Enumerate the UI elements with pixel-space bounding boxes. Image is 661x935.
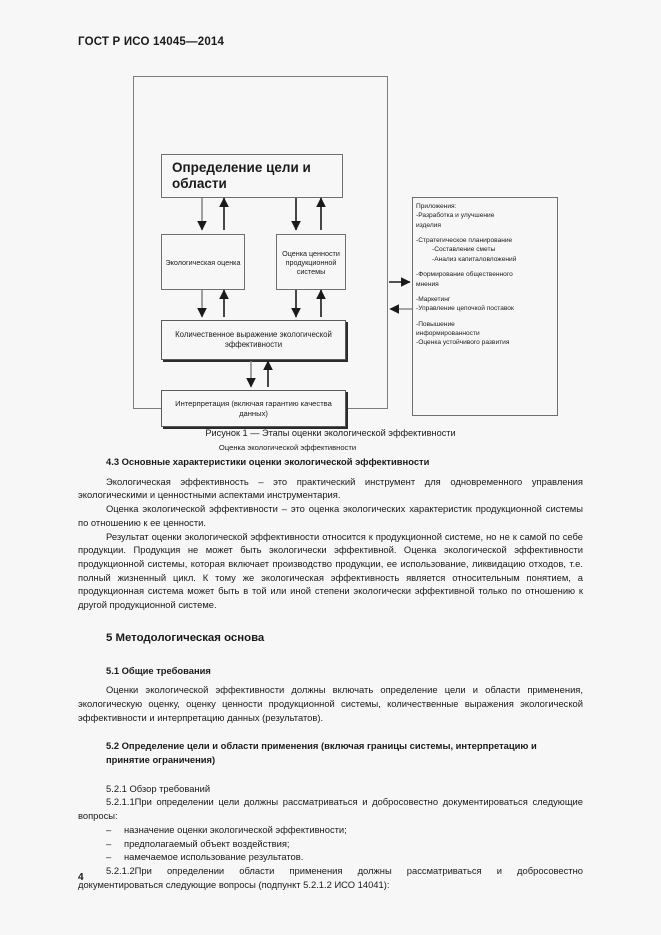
list-item-2-text: предполагаемый объект воздействия; [124,837,290,849]
spacer-before-section-5 [78,612,583,630]
list-item-1-text: назначение оценки экологической эффектив… [124,823,347,835]
figure-1: Определение цели и области Экологическая… [0,70,661,452]
list-item-1: –назначение оценки экологической эффекти… [78,823,583,837]
document-header: ГОСТ Р ИСО 14045—2014 [78,36,225,48]
appendix-line-3: изделия [416,221,441,229]
diagram-box-interpretation: Интерпретация (включая гарантию качества… [161,390,346,427]
heading-5: 5 Методологическая основа [106,631,265,644]
diagram-box-eco-assessment: Экологическая оценка [161,234,245,290]
heading-5-1: 5.1 Общие требования [106,664,211,676]
appendix-line-5: -Составление сметы [432,246,496,254]
appendix-line-8: мнения [416,280,439,288]
list-item-3: –намечаемое использование результатов. [78,850,583,864]
appendix-line-9: -Маркетинг [416,295,451,303]
list-dash-icon: – [106,837,112,849]
spacer-before-5-1 [78,655,583,664]
appendix-line-10: -Управление цепочкой поставок [416,305,514,313]
appendix-line-2: -Разработка и улучшение [416,212,495,220]
page-number: 4 [78,872,84,883]
paragraph-5-2-1-1: 5.2.1.1При определении цели должны рассм… [78,796,583,822]
list-item-3-text: намечаемое использование результатов. [124,851,304,863]
appendix-line-1: Приложения: [416,203,457,210]
list-dash-icon: – [106,851,112,863]
diagram-inner-label: Оценка экологической эффективности [218,443,357,452]
list-item-2: –предполагаемый объект воздействия; [78,837,583,851]
heading-5-2: 5.2 Определение цели и области применени… [106,740,537,766]
heading-4-3: 4.3 Основные характеристики оценки эколо… [106,456,430,467]
document-body: 4.3 Основные характеристики оценки эколо… [78,455,583,891]
appendix-line-6: -Анализ капиталовложений [432,255,517,263]
paragraph-2: Оценка экологической эффективности – это… [78,503,583,528]
spacer-before-5-2 [78,724,583,739]
appendix-line-13: -Оценка устойчивого развития [416,339,510,347]
heading-5-2-1: 5.2.1 Обзор требований [106,782,211,794]
appendix-line-4: -Стратегическое планирование [416,237,513,245]
paragraph-5-2-1-2: 5.2.1.2При определении области применени… [78,864,583,890]
appendix-line-7: -Формирование общественного [416,271,513,279]
spacer-before-5-2-1 [78,773,583,782]
paragraph-1: Экологическая эффективность – это практи… [78,475,583,501]
diagram-box-value-assessment: Оценка ценности продукционной системы [276,234,346,290]
paragraph-4: Оценки экологической эффективности должн… [78,684,583,723]
appendix-line-12: информированности [416,329,480,337]
paragraph-3: Результат оценки экологической эффективн… [78,530,583,611]
appendix-line-11: -Повышение [416,320,455,328]
figure-caption: Рисунок 1 — Этапы оценки экологической э… [205,428,456,438]
diagram-box-appendix: Приложения: -Разработка и улучшение изде… [412,197,558,416]
diagram-box-goal: Определение цели и области [161,154,343,198]
diagram-box-quantitative: Количественное выражение экологической э… [161,320,346,360]
list-dash-icon: – [106,823,112,835]
